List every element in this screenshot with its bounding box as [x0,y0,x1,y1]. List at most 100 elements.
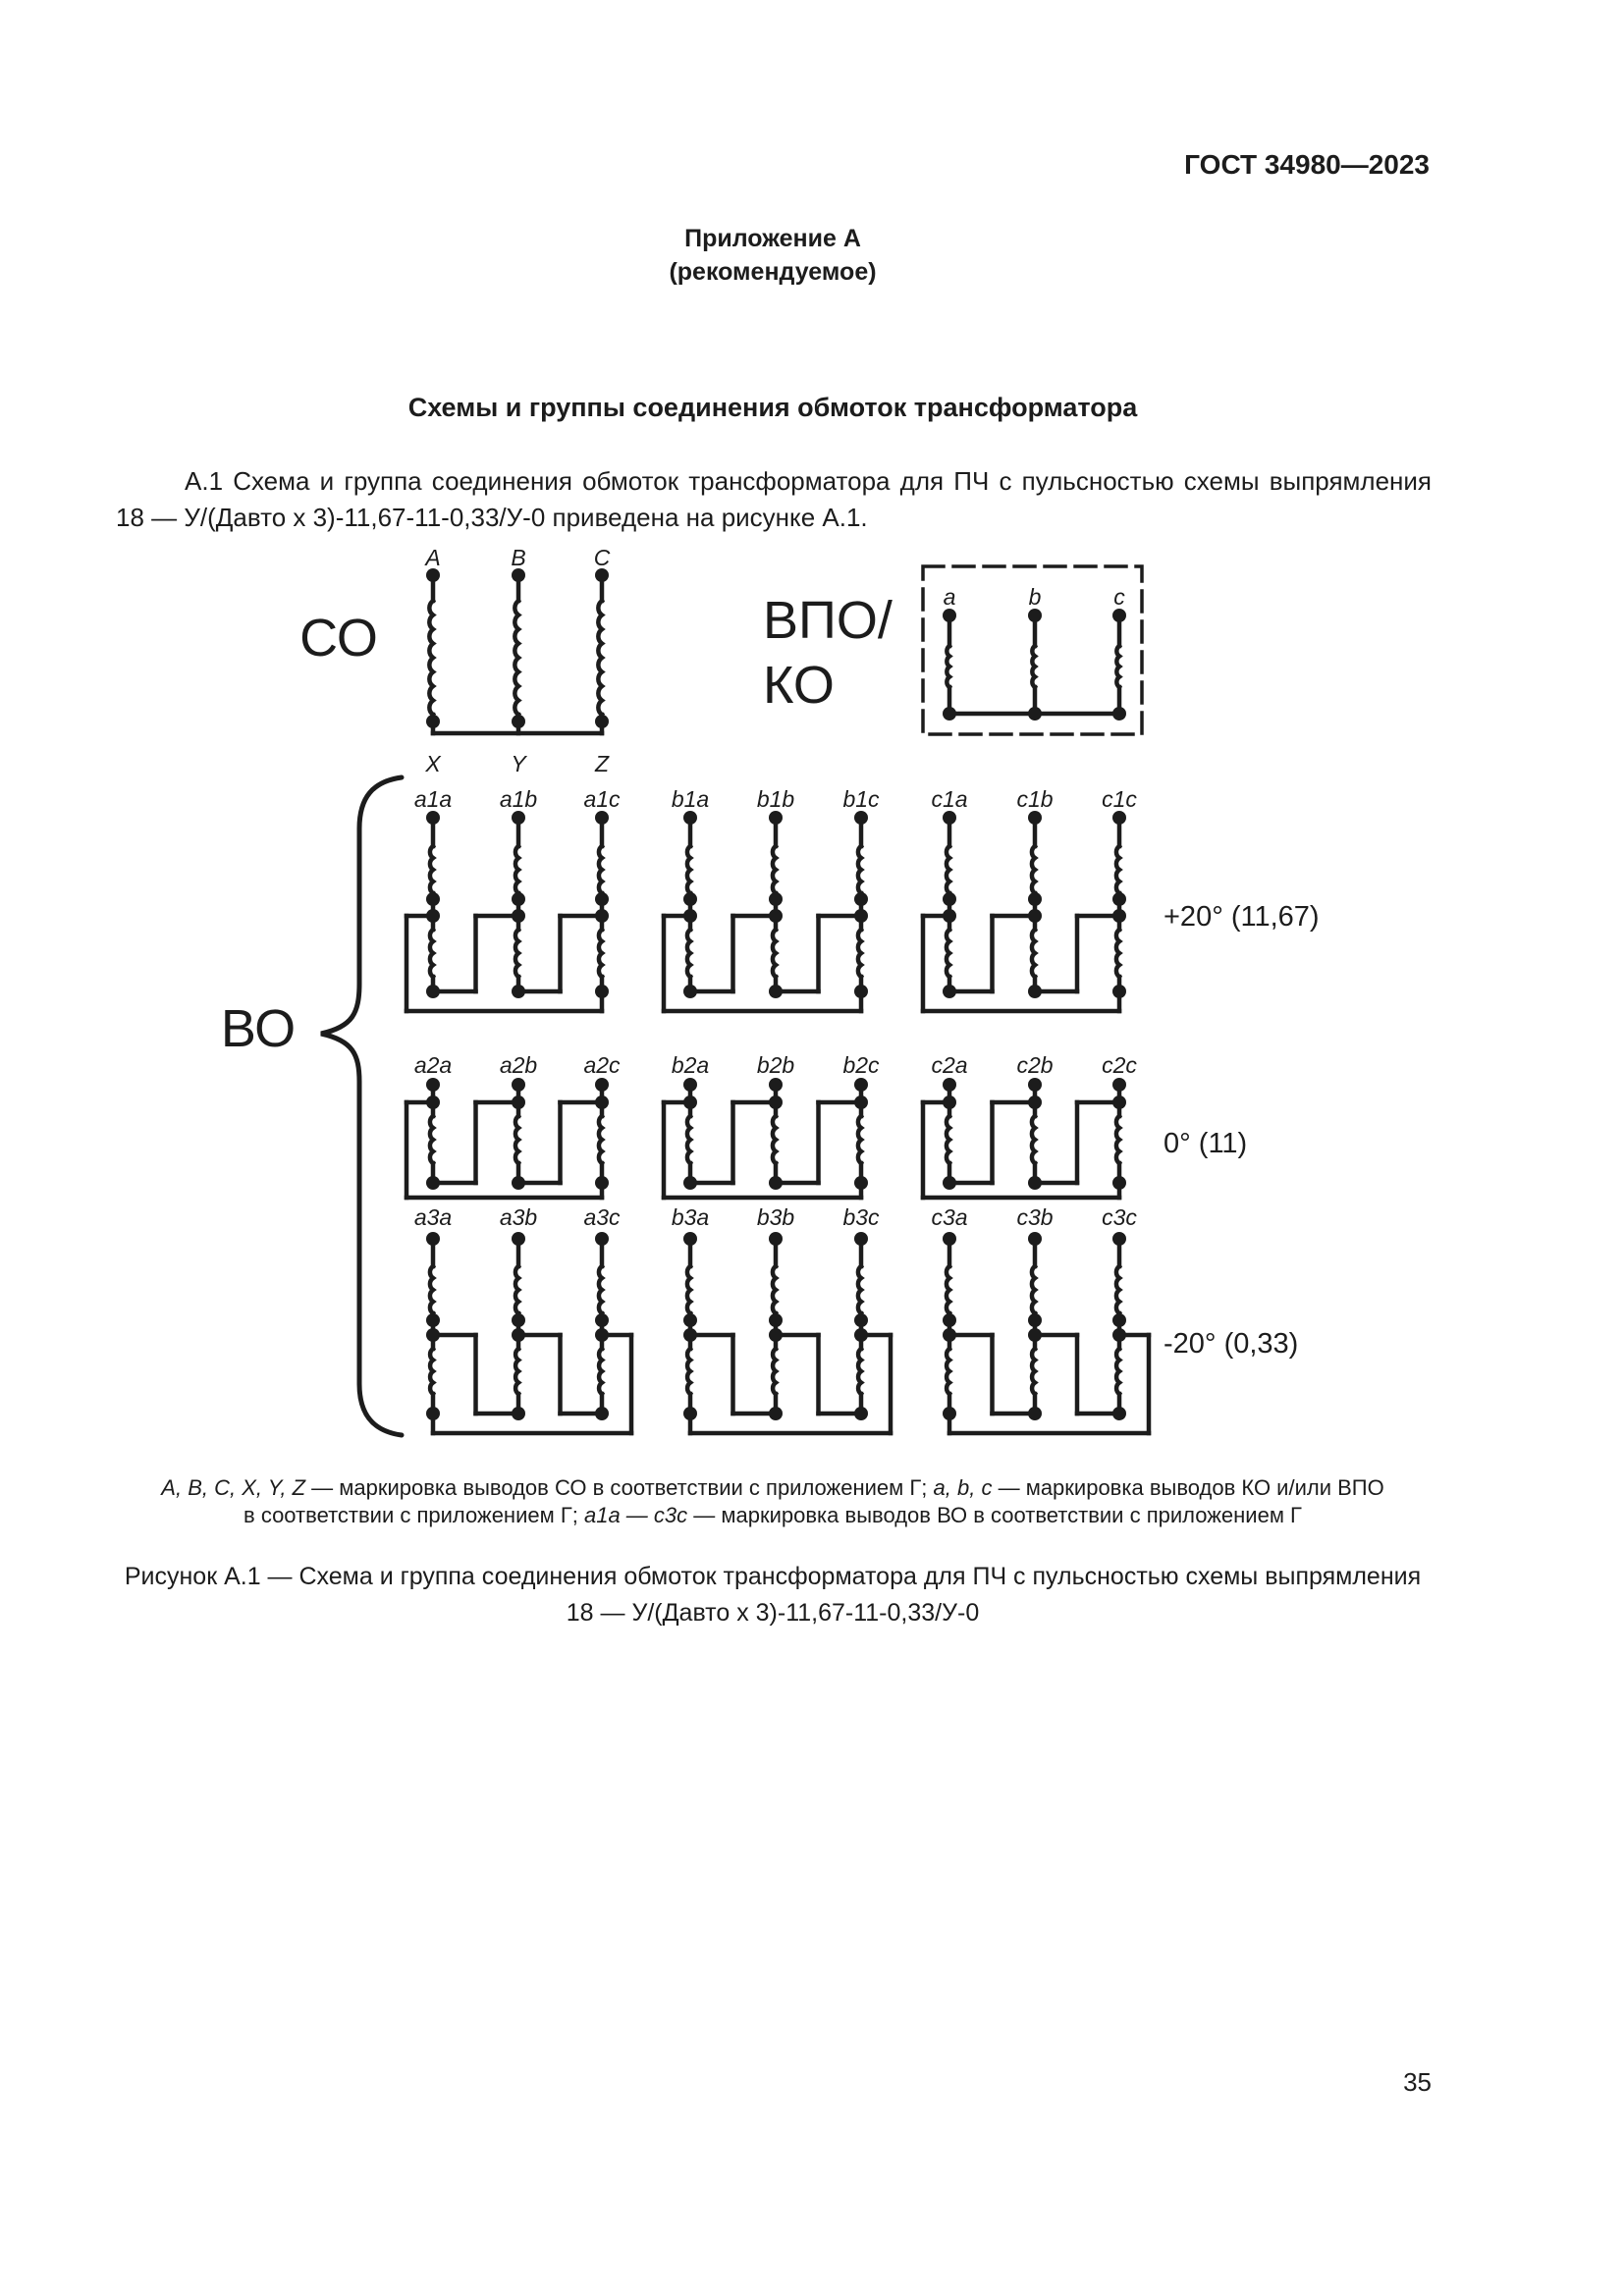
winding-coil [1029,842,1039,897]
winding-coil [684,842,694,897]
winding-coil [770,1262,780,1317]
phase-shift-label: 0° (11) [1164,1128,1247,1159]
winding-coil [684,926,694,981]
winding-coil [1114,642,1123,691]
vo-terminal-label: c1a [931,786,967,812]
connection-dot [512,1313,525,1327]
vpo-terminal-label: c [1113,584,1125,610]
figure-footnote: А, В, С, X, Y, Z — маркировка выводов СО… [86,1474,1459,1529]
winding-coil [1029,1262,1039,1317]
page-number: 35 [1403,2067,1432,2097]
vo-terminal-label: c1b [1016,786,1053,812]
co-bottom-terminal-label: Y [511,751,527,776]
footnote-terminals-ko: а, b, с [933,1475,993,1500]
vo-terminal-label: a2c [583,1052,621,1078]
vo-terminal-label: a3a [414,1204,452,1230]
vo-terminal-label: b3a [672,1204,709,1230]
winding-coil [855,1112,865,1167]
winding-coil [427,1345,437,1398]
vo-terminal-label: a3c [583,1204,621,1230]
winding-coil [1029,1112,1039,1167]
vo-terminal-label: a1a [414,786,452,812]
winding-coil [513,1112,522,1167]
connection-dot [1112,1313,1126,1327]
connection-dot [595,892,609,906]
winding-coil [596,926,606,981]
connection-dot [426,892,440,906]
winding-coil [944,1345,953,1398]
winding-coil [427,842,437,897]
connection-dot [1028,1313,1042,1327]
winding-coil [513,1262,522,1317]
connection-dot [595,1313,609,1327]
co-bottom-terminal-label: X [424,751,442,776]
winding-coil [770,1345,780,1398]
vo-terminal-label: b3c [842,1204,880,1230]
winding-coil [427,926,437,981]
co-top-terminal-label: C [594,545,611,570]
winding-coil [1113,926,1123,981]
vo-terminal-label: a2b [500,1052,538,1078]
vo-terminal-label: a2a [414,1052,452,1078]
winding-coil [513,926,522,981]
vo-terminal-label: c3b [1016,1204,1053,1230]
footnote-terminals-vo: а1а — с3с [583,1503,688,1527]
paragraph-a1: А.1 Схема и группа соединения обмоток тр… [116,466,1432,532]
connection-dot [769,892,783,906]
caption-line-1: Рисунок А.1 — Схема и группа соединения … [124,1563,1422,1590]
winding-coil [770,926,780,981]
winding-coil [684,1112,694,1167]
co-bottom-terminal-label: Z [594,751,610,776]
winding-coil [1029,926,1039,981]
appendix-subtitle: (рекомендуемое) [669,258,877,286]
appendix-heading: Приложение А (рекомендуемое) [116,222,1430,289]
section-title: Схемы и группы соединения обмоток трансф… [407,393,1138,422]
connection-dot [854,892,868,906]
appendix-title: Приложение А [684,225,861,252]
winding-coil [596,1262,606,1317]
connection-dot [769,1313,783,1327]
winding-coil [1113,1345,1123,1398]
vo-terminal-label: b1c [842,786,880,812]
vo-brace [320,774,405,1438]
footnote-text: — маркировка выводов СО в соответствии с… [305,1475,934,1500]
winding-coil [945,642,953,691]
phase-shift-label: +20° (11,67) [1164,901,1320,933]
co-top-terminal-label: B [511,545,525,570]
vpo-terminal-label: a [944,584,956,610]
winding-coil [855,842,865,897]
connection-dot [943,892,956,906]
vo-terminal-label: a1c [583,786,621,812]
winding-coil [427,1262,437,1317]
connection-dot [595,715,609,728]
connection-dot [426,715,440,728]
vo-terminal-label: a1b [500,786,538,812]
vpo-ko-dashed-frame [921,564,1144,736]
vo-terminal-label: b1b [757,786,795,812]
vpo-ko-winding-label: КО [763,656,835,715]
vo-terminal-label: c2c [1102,1052,1137,1078]
winding-coil [427,1112,437,1167]
connection-dot [1028,892,1042,906]
co-top-terminal-label: A [423,545,440,570]
document-number: ГОСТ 34980—2023 [1184,149,1430,180]
winding-coil [1113,1112,1123,1167]
winding-coil [944,926,953,981]
winding-coil [596,1345,606,1398]
winding-coil [855,1262,865,1317]
footnote-line-2: в соответствии с приложением Г; а1а — с3… [86,1502,1459,1529]
connection-dot [683,892,697,906]
connection-dot [512,715,525,728]
footnote-terminals-co: А, В, С, X, Y, Z [161,1475,306,1500]
phase-shift-label: -20° (0,33) [1164,1328,1298,1360]
winding-coil [1030,642,1039,691]
winding-coil [513,597,522,719]
vo-terminal-label: c3a [931,1204,967,1230]
footnote-text: — маркировка выводов ВО в соответствии с… [687,1503,1302,1527]
connection-dot [854,1313,868,1327]
vo-terminal-label: b3b [757,1204,795,1230]
footnote-text: в соответствии с приложением Г; [244,1503,584,1527]
winding-coil [855,926,865,981]
winding-coil [1113,842,1123,897]
